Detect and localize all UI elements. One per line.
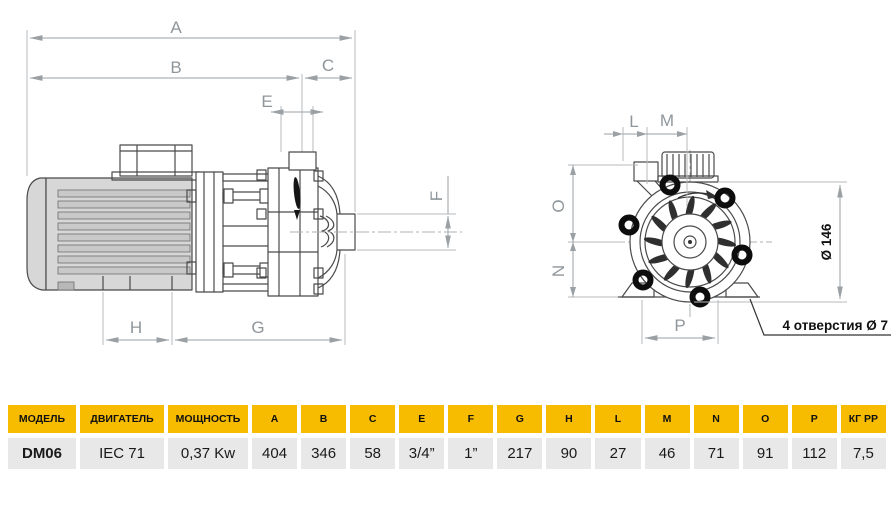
- side-view-drawing: A B C E F H G: [26, 18, 462, 345]
- dim-label-g: G: [251, 318, 264, 337]
- bolt-holes: [618, 174, 753, 308]
- col-header-e: E: [399, 405, 445, 433]
- header-row: МОДЕЛЬ ДВИГАТЕЛЬ МОЩНОСТЬ A B C E F G H …: [8, 405, 886, 433]
- dim-lm: L M: [604, 111, 688, 207]
- cell-l: 27: [595, 438, 641, 469]
- motor: [26, 144, 200, 291]
- motor-foot: [57, 281, 75, 291]
- col-header-model: МОДЕЛЬ: [8, 405, 76, 433]
- cell-c: 58: [350, 438, 396, 469]
- leader-line: [749, 298, 891, 336]
- col-header-o: O: [742, 405, 788, 433]
- col-header-a: A: [252, 405, 298, 433]
- casing-bolts: [256, 169, 324, 295]
- holes-note-label: 4 отверстия Ø 7: [783, 318, 888, 333]
- cell-f: 1”: [448, 438, 494, 469]
- col-header-g: G: [497, 405, 543, 433]
- technical-drawing: A B C E F H G: [26, 18, 891, 345]
- dim-label-c: C: [322, 56, 334, 75]
- cell-motor: IEC 71: [80, 438, 164, 469]
- cell-g: 217: [497, 438, 543, 469]
- col-header-p: P: [791, 405, 837, 433]
- check-valve-blade: [293, 177, 301, 220]
- tie-rods: [222, 173, 270, 292]
- impeller: [643, 195, 737, 289]
- inner-circle: [644, 196, 736, 288]
- cell-b: 346: [301, 438, 347, 469]
- dim-label-f: F: [427, 191, 446, 201]
- adapter-flange: [186, 171, 224, 293]
- dim-label-m: M: [660, 111, 674, 130]
- dim-on: O N: [549, 164, 638, 298]
- cell-n: 71: [693, 438, 739, 469]
- col-header-h: H: [546, 405, 592, 433]
- col-header-b: B: [301, 405, 347, 433]
- dim-label-o: O: [549, 199, 568, 212]
- front-view-drawing: L M O N P Ø 146: [549, 111, 891, 344]
- cell-kg: 7,5: [840, 438, 886, 469]
- dim-label-e: E: [261, 92, 272, 111]
- spec-table-wrap: МОДЕЛЬ ДВИГАТЕЛЬ МОЩНОСТЬ A B C E F G H …: [4, 400, 890, 474]
- col-header-n: N: [693, 405, 739, 433]
- col-header-f: F: [448, 405, 494, 433]
- dim-label-a: A: [170, 18, 182, 37]
- motor-end-cap: [26, 177, 47, 291]
- dim-label-h: H: [130, 318, 142, 337]
- col-header-l: L: [595, 405, 641, 433]
- cell-p: 112: [791, 438, 837, 469]
- cell-h: 90: [546, 438, 592, 469]
- volute-curves: [317, 175, 341, 289]
- motor-cooling-fins: [57, 189, 191, 275]
- cell-power: 0,37 Kw: [168, 438, 248, 469]
- col-header-m: M: [644, 405, 690, 433]
- dim-label-l: L: [629, 112, 638, 131]
- cell-o: 91: [742, 438, 788, 469]
- cell-a: 404: [252, 438, 298, 469]
- cell-m: 46: [644, 438, 690, 469]
- col-header-motor: ДВИГАТЕЛЬ: [80, 405, 164, 433]
- spec-table: МОДЕЛЬ ДВИГАТЕЛЬ МОЩНОСТЬ A B C E F G H …: [4, 400, 890, 474]
- dim-p: P: [641, 300, 719, 344]
- suction-port: [288, 151, 317, 171]
- dim-label-n: N: [549, 265, 568, 277]
- top-threaded-port: [661, 151, 715, 179]
- flange-circle: [639, 191, 741, 293]
- dim-label-b: B: [170, 58, 181, 77]
- cell-model: DM06: [8, 438, 76, 469]
- holes-note: 4 отверстия Ø 7: [749, 298, 891, 336]
- col-header-c: C: [350, 405, 396, 433]
- dim-label-p: P: [674, 316, 685, 335]
- table-row: DM06 IEC 71 0,37 Kw 404 346 58 3/4” 1” 2…: [8, 438, 886, 469]
- diameter-label: Ø 146: [819, 223, 834, 260]
- terminal-box: [119, 144, 193, 177]
- col-header-kg: КГ РР: [840, 405, 886, 433]
- col-header-power: МОЩНОСТЬ: [168, 405, 248, 433]
- pump-head: [256, 151, 462, 297]
- cell-e: 3/4”: [399, 438, 445, 469]
- dim-diameter: Ø 146: [694, 181, 847, 303]
